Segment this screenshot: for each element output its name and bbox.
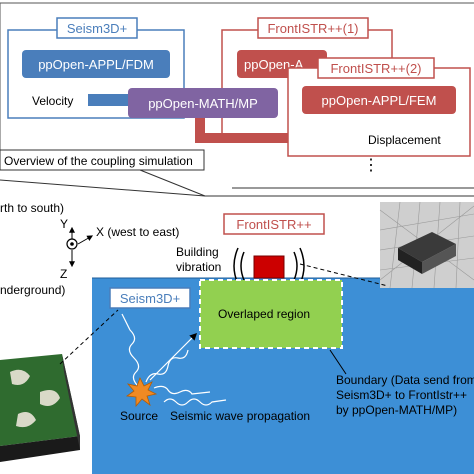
axis-y-desc: rth to south) bbox=[0, 201, 64, 215]
mesh-building-front bbox=[422, 244, 456, 274]
boundary-line-2: Seism3D+ to FrontIstr++ bbox=[336, 388, 467, 402]
ellipsis: ⋮ bbox=[363, 157, 379, 174]
axis-origin-dot bbox=[70, 242, 74, 246]
terrain-clouds bbox=[10, 369, 60, 428]
math-mp-box bbox=[128, 88, 278, 118]
terrain-thumbnail bbox=[0, 354, 80, 462]
displacement-label: Displacement bbox=[368, 133, 441, 147]
wave-right bbox=[153, 385, 211, 395]
seism3d-title-box bbox=[56, 17, 138, 39]
axis-y-letter: Y bbox=[60, 217, 68, 231]
building-label-1: Building bbox=[176, 245, 219, 259]
building-label-2: vibration bbox=[176, 260, 221, 274]
mesh-building-side bbox=[398, 248, 422, 274]
frontistr2-title: FrontISTR++(2) bbox=[330, 61, 421, 76]
boundary-line-1: Boundary (Data send from bbox=[336, 373, 474, 387]
wave-arrow-overlap bbox=[149, 332, 198, 381]
overlap-region bbox=[199, 279, 343, 349]
terrain-edge bbox=[62, 354, 80, 450]
terrain-side bbox=[0, 436, 80, 462]
building-icon bbox=[253, 255, 285, 279]
mesh-building-top bbox=[398, 232, 456, 262]
seism3d-domain-label: Seism3D+ bbox=[120, 291, 180, 306]
mesh-callout-line bbox=[299, 263, 389, 287]
axis-x-label: X (west to east) bbox=[96, 225, 179, 239]
frontistr1-title: FrontISTR++(1) bbox=[267, 21, 358, 36]
seism3d-title: Seism3D+ bbox=[67, 21, 127, 36]
overlap-label: Overlaped region bbox=[218, 307, 310, 321]
source-icon bbox=[125, 377, 158, 408]
frontistr-label: FrontISTR++ bbox=[236, 217, 311, 232]
seism3d-domain-box bbox=[109, 287, 191, 309]
frontistr2-title-box bbox=[317, 57, 435, 79]
axis-x-arrow bbox=[77, 235, 94, 245]
appl-fdm-label: ppOpen-APPL/FDM bbox=[38, 57, 154, 72]
boundary-callout-line bbox=[329, 349, 347, 375]
overview-caption-box bbox=[0, 149, 205, 171]
callout-line-left2 bbox=[0, 179, 206, 197]
vibration-right-1 bbox=[293, 251, 298, 281]
math-mp-label: ppOpen-MATH/MP bbox=[148, 96, 258, 111]
vibration-left-1 bbox=[240, 251, 245, 281]
appl-fdm-box bbox=[22, 50, 170, 78]
frontistr1-title-box bbox=[257, 17, 369, 39]
callout-line-left bbox=[139, 169, 206, 197]
overview-caption: Overview of the coupling simulation bbox=[4, 154, 193, 168]
velocity-arrow bbox=[88, 94, 132, 106]
terrain-callout-line bbox=[59, 309, 119, 365]
appl-fem-label: ppOpen-APPL/FEM bbox=[322, 93, 437, 108]
frontistr-box bbox=[223, 213, 325, 235]
propagation-label: Seismic wave propagation bbox=[170, 409, 310, 423]
wave-up-mid bbox=[145, 349, 189, 383]
appl-fem-box bbox=[302, 86, 456, 114]
velocity-label: Velocity bbox=[32, 94, 73, 108]
source-label: Source bbox=[120, 409, 158, 423]
wave-up-left bbox=[121, 313, 140, 387]
mesh-thumbnail bbox=[379, 201, 474, 289]
propagation-wave bbox=[163, 398, 227, 406]
axis-z-letter: Z bbox=[60, 267, 67, 281]
boundary-line-3: by ppOpen-MATH/MP) bbox=[336, 403, 457, 417]
axis-z-desc: nderground) bbox=[0, 283, 65, 297]
